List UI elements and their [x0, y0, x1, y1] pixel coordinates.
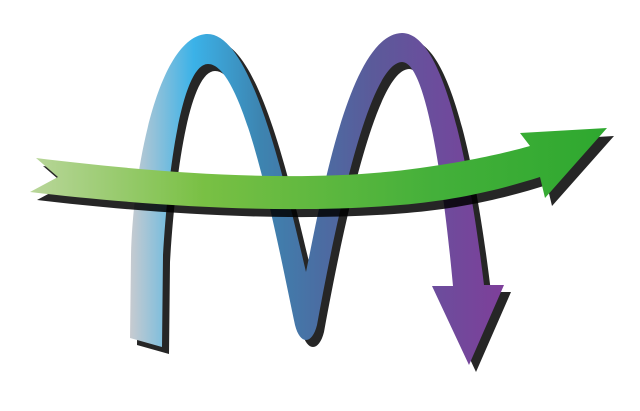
arrow-ribbon	[30, 128, 607, 210]
wave-ribbon	[130, 33, 504, 365]
